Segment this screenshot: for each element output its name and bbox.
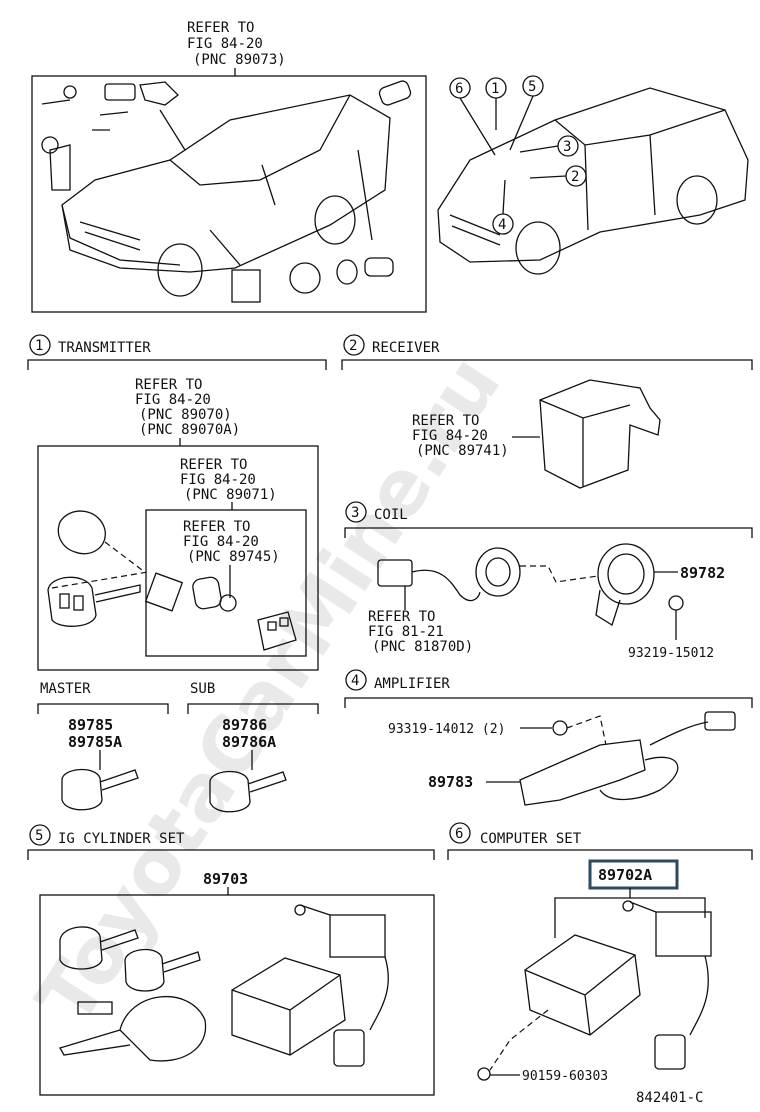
part-number: 89786 bbox=[222, 716, 267, 734]
amplifier-unit bbox=[519, 739, 646, 806]
computer-connector bbox=[654, 1034, 686, 1070]
screw-symbol bbox=[552, 720, 568, 736]
screw-symbol bbox=[477, 1067, 491, 1081]
ref-line: REFER TO bbox=[135, 377, 202, 393]
ref-line: FIG 81-21 bbox=[368, 624, 444, 640]
section-num: 3 bbox=[351, 505, 359, 521]
section-num: 2 bbox=[349, 338, 357, 354]
ref-line: (PNC 89073) bbox=[193, 52, 286, 68]
callout-markers: 6 1 5 3 2 4 bbox=[449, 75, 587, 235]
battery-holder bbox=[144, 572, 184, 612]
section-amplifier: 4 AMPLIFIER 93319-14012 (2) 89783 bbox=[344, 669, 753, 806]
part-number: 93319-14012 (2) bbox=[388, 722, 505, 737]
section-computer-set: 6 COMPUTER SET 89702A 90159-60303 bbox=[447, 822, 753, 1084]
receiver-unit bbox=[539, 379, 661, 489]
ref-line: FIG 84-20 bbox=[412, 428, 488, 444]
callout-num: 5 bbox=[528, 79, 536, 95]
ig-cylinder-body bbox=[119, 996, 207, 1062]
ref-line: REFER TO bbox=[180, 457, 247, 473]
ref-line: REFER TO bbox=[368, 609, 435, 625]
section-title: COIL bbox=[374, 507, 408, 523]
section-num: 4 bbox=[351, 673, 359, 689]
callout-num: 1 bbox=[491, 81, 499, 97]
ig-plate bbox=[77, 1001, 113, 1015]
part-number: 93219-15012 bbox=[628, 646, 714, 661]
ref-line: REFER TO bbox=[412, 413, 479, 429]
top-left-ref: REFER TO FIG 84-20 (PNC 89073) bbox=[187, 20, 286, 68]
part-number: 90159-60303 bbox=[522, 1069, 608, 1084]
ig-cylinder-box bbox=[39, 894, 435, 1096]
section-title: RECEIVER bbox=[372, 340, 440, 356]
ref-line: FIG 84-20 bbox=[187, 36, 263, 52]
vehicle-illustration-left bbox=[41, 80, 412, 303]
amplifier-connector bbox=[704, 711, 736, 731]
ref-line: REFER TO bbox=[187, 20, 254, 36]
ig-amplifier bbox=[329, 914, 386, 958]
section-coil: 3 COIL 89782 93219-15012 REFER TO FIG 81… bbox=[344, 501, 753, 661]
battery bbox=[219, 594, 237, 612]
part-number: 89785 bbox=[68, 716, 113, 734]
section-ig-cylinder: 5 IG CYLINDER SET 89703 bbox=[27, 824, 435, 1096]
part-number: 89786A bbox=[222, 733, 276, 751]
ig-connector bbox=[333, 1029, 365, 1067]
ref-line: (PNC 81870D) bbox=[372, 639, 473, 655]
ig-computer bbox=[231, 957, 346, 1056]
section-title: COMPUTER SET bbox=[480, 831, 582, 847]
gasket bbox=[192, 576, 222, 610]
transmitter-outer-box bbox=[37, 445, 319, 671]
section-title: TRANSMITTER bbox=[58, 340, 151, 356]
highlight-box bbox=[588, 859, 679, 890]
sub-key bbox=[209, 770, 251, 813]
ig-key-1 bbox=[59, 926, 103, 970]
part-number: 89785A bbox=[68, 733, 122, 751]
part-number: 89703 bbox=[203, 870, 248, 888]
ref-line: (PNC 89071) bbox=[184, 487, 277, 503]
coil-connector bbox=[377, 559, 413, 587]
computer-amplifier bbox=[655, 911, 712, 957]
coil-ring bbox=[475, 547, 521, 597]
part-number: 89782 bbox=[680, 564, 725, 582]
section-num: 6 bbox=[455, 826, 463, 842]
ref-line: FIG 84-20 bbox=[135, 392, 211, 408]
master-label: MASTER bbox=[40, 681, 91, 697]
ref-line: (PNC 89741) bbox=[416, 443, 509, 459]
ref-line: (PNC 89745) bbox=[187, 549, 280, 565]
ref-line: FIG 84-20 bbox=[183, 534, 259, 550]
coil-ring-2 bbox=[597, 543, 655, 605]
vehicle-panel-left bbox=[31, 75, 427, 313]
section-receiver: 2 RECEIVER REFER TO FIG 84-20 (PNC 89741… bbox=[341, 334, 753, 489]
transmitter-inner-box bbox=[145, 509, 307, 657]
part-number: 89702A bbox=[598, 866, 652, 884]
callout-num: 4 bbox=[498, 217, 506, 233]
callout-num: 3 bbox=[563, 139, 571, 155]
key-head bbox=[47, 576, 97, 627]
figure-id: 842401-C bbox=[636, 1090, 703, 1106]
screw-symbol bbox=[668, 595, 684, 611]
section-title: IG CYLINDER SET bbox=[58, 831, 185, 847]
callout-num: 6 bbox=[455, 81, 463, 97]
section-transmitter: 1 TRANSMITTER REFER TO FIG 84-20 (PNC 89… bbox=[27, 334, 327, 671]
ref-line: (PNC 89070A) bbox=[139, 422, 240, 438]
ref-line: REFER TO bbox=[183, 519, 250, 535]
section-title: AMPLIFIER bbox=[374, 676, 450, 692]
section-num: 1 bbox=[35, 338, 43, 354]
transmitter-board bbox=[257, 611, 297, 651]
part-number: 89783 bbox=[428, 773, 473, 791]
key-cover bbox=[57, 510, 106, 555]
computer-unit bbox=[524, 934, 641, 1036]
keys-section: MASTER 89785 89785A SUB 89786 89786A bbox=[37, 681, 319, 813]
master-key bbox=[61, 768, 103, 811]
callout-num: 2 bbox=[571, 169, 579, 185]
ref-line: (PNC 89070) bbox=[139, 407, 232, 423]
vehicle-illustration-right bbox=[437, 87, 749, 275]
ref-line: FIG 84-20 bbox=[180, 472, 256, 488]
sub-label: SUB bbox=[190, 681, 215, 697]
section-num: 5 bbox=[35, 828, 43, 844]
ig-key-2 bbox=[124, 948, 165, 992]
